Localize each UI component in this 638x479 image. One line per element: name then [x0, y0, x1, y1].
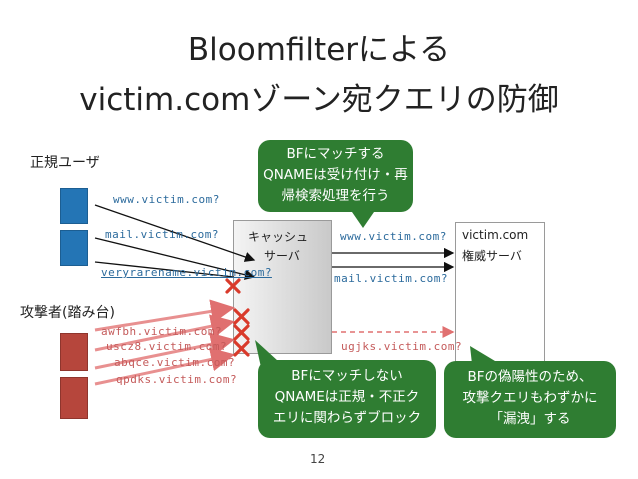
- forwarded-label-www: www.victim.com?: [340, 230, 447, 243]
- arrow-rare-to-cache: [94, 261, 235, 278]
- authoritative-server: [455, 222, 545, 382]
- cross-icon: [233, 340, 250, 357]
- arrow-attack-1: [94, 299, 235, 332]
- callout-nomatch-line-3: エリに関わらずブロック: [272, 410, 422, 426]
- callout-match-pointer: [352, 212, 374, 228]
- callout-falsepos-line-3: 「漏洩」する: [489, 411, 571, 427]
- cross-icon: [233, 324, 250, 341]
- callout-bf-match: BFにマッチする QNAMEは受け付け・再 帰検索処理を行う: [258, 140, 413, 212]
- callout-falsepos-line-1: BFの偽陽性のため、: [467, 369, 593, 385]
- title-line-1: Bloomfilterによる: [187, 32, 451, 68]
- callout-match-line-3: 帰検索処理を行う: [281, 188, 390, 204]
- title-line-2: victim.comゾーン宛クエリの防御: [79, 82, 559, 118]
- callout-nomatch-line-2: QNAMEは正規・不正ク: [274, 389, 420, 405]
- arrow-www-to-cache: [94, 204, 256, 262]
- legit-user-block-1: [60, 188, 88, 224]
- legit-user-label: 正規ユーザ: [30, 155, 100, 171]
- callout-bf-nomatch: BFにマッチしない QNAMEは正規・不正ク エリに関わらずブロック: [258, 360, 436, 438]
- page-number: 12: [310, 452, 326, 466]
- auth-server-label-1: victim.com: [462, 228, 529, 242]
- callout-falsepos-line-2: 攻撃クエリもわずかに: [462, 390, 598, 406]
- attacker-block-1: [60, 333, 88, 371]
- attacker-block-2: [60, 377, 88, 419]
- forwarded-label-mail: mail.victim.com?: [334, 272, 448, 285]
- arrow-attack-3: [94, 332, 235, 370]
- query-label-www: www.victim.com?: [113, 193, 220, 206]
- query-label-veryrarename: veryrarename.victim.com?: [101, 266, 272, 279]
- attacker-label: 攻撃者(踏み台): [20, 305, 115, 321]
- callout-falsepos-pointer: [470, 346, 500, 364]
- query-label-mail: mail.victim.com?: [105, 228, 219, 241]
- query-label-attack-4: qpdks.victim.com?: [116, 373, 238, 386]
- query-label-attack-3: abqce.victim.com?: [114, 356, 236, 369]
- cross-icon: [225, 278, 241, 294]
- cache-server-label-1: キャッシュ: [248, 230, 309, 244]
- auth-server-label-2: 権威サーバ: [462, 249, 522, 263]
- query-label-attack-2: uscz8.victim.com?: [106, 340, 228, 353]
- callout-match-line-2: QNAMEは受け付け・再: [263, 167, 408, 183]
- callout-false-positive: BFの偽陽性のため、 攻撃クエリもわずかに 「漏洩」する: [444, 361, 616, 438]
- legit-user-block-2: [60, 230, 88, 266]
- cache-server-label-2: サーバ: [264, 249, 300, 263]
- callout-nomatch-line-1: BFにマッチしない: [291, 368, 403, 384]
- callout-match-line-1: BFにマッチする: [286, 146, 385, 162]
- forwarded-label-ugjks: ugjks.victim.com?: [341, 340, 463, 353]
- arrow-attack-2: [94, 314, 235, 352]
- arrow-mail-to-cache: [94, 237, 256, 280]
- cache-server: [233, 220, 332, 354]
- query-label-attack-1: awfbh.victim.com?: [101, 325, 223, 338]
- arrow-attack-4: [94, 347, 235, 386]
- cross-icon: [233, 308, 250, 325]
